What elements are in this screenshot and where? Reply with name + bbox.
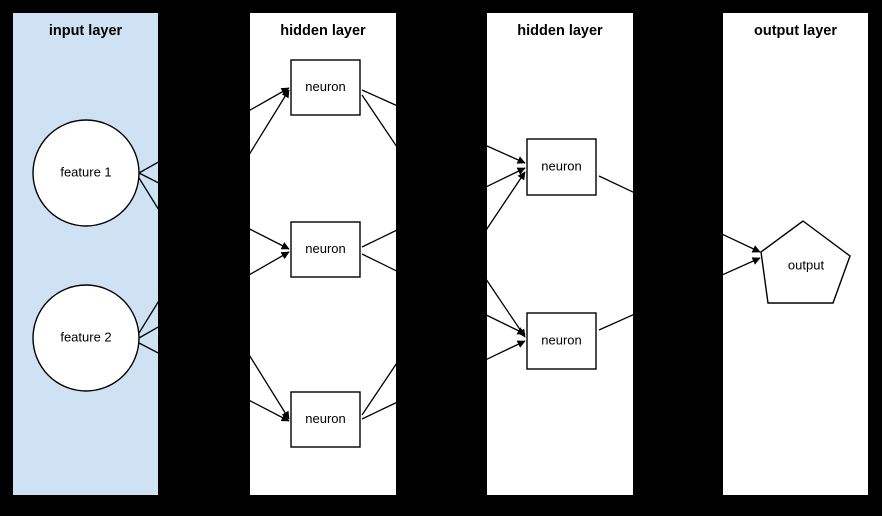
node-label-hidden2-node-1: neuron: [541, 158, 581, 173]
edges-in-hidden2: [487, 145, 633, 360]
edge-feature-1-to-neuron-h1-3: [250, 355, 290, 420]
layer-input: input layer feature 1 feature 2: [32, 23, 140, 392]
edge-neuron-h1-1-to-neuron-h2-1: [487, 145, 526, 164]
panel-title-hidden1: hidden layer: [280, 23, 366, 39]
edge-neuron-h1-3-to-neuron-h2-2: [487, 340, 526, 360]
panel-title-output: output layer: [754, 23, 837, 39]
edge-neuron-h1-2-to-neuron-h2-1: [487, 167, 526, 188]
node-shape-input-node-2[interactable]: [32, 284, 140, 392]
layer-hidden1: hidden layer neuron neuron neuron: [280, 23, 366, 448]
edge-neuron-h1-3-to-neuron-h2-2: [361, 402, 396, 420]
layer-hidden2: hidden layer neuron neuron: [517, 23, 603, 370]
layer-output: output layer output: [754, 23, 851, 304]
node-label-hidden1-node-1: neuron: [305, 79, 345, 94]
panel-title-input: input layer: [49, 23, 123, 39]
edge-neuron-h1-1-to-neuron-h2-2: [361, 94, 396, 147]
panel-input: [13, 13, 158, 495]
panel-title-hidden2: hidden layer: [517, 23, 603, 39]
edge-neuron-h1-1-to-neuron-h2-2: [487, 279, 526, 338]
node-shape-input-node-1[interactable]: [32, 119, 140, 227]
edge-neuron-h1-2-to-neuron-h2-2: [487, 314, 526, 335]
panel-hidden2: [487, 13, 633, 495]
edge-neuron-h1-2-to-neuron-h2-2: [361, 253, 396, 272]
edge-feature-2-to-neuron-h1-1: [250, 89, 290, 155]
edge-neuron-h2-1-to-output: [598, 175, 633, 193]
edge-feature-2-to-neuron-h1-2: [250, 251, 290, 276]
edge-feature-2-to-neuron-h1-3: [250, 399, 290, 422]
edge-neuron-h1-1-to-neuron-h2-1: [361, 89, 396, 106]
node-label-input-node-2: feature 2: [60, 329, 111, 344]
node-label-hidden2-node-2: neuron: [541, 332, 581, 347]
edges-in-output: [723, 233, 761, 276]
node-shape-hidden1-node-1[interactable]: [290, 59, 361, 116]
edge-feature-1-to-neuron-h1-1: [250, 87, 290, 111]
layer-panels: [13, 13, 868, 495]
node-shape-hidden2-node-1[interactable]: [526, 138, 597, 196]
node-label-hidden1-node-3: neuron: [305, 411, 345, 426]
node-label-input-node-1: feature 1: [60, 164, 111, 179]
edge-feature-1-to-neuron-h1-2: [250, 228, 290, 250]
node-shape-hidden1-node-2[interactable]: [290, 221, 361, 278]
node-label-hidden1-node-2: neuron: [305, 241, 345, 256]
node-shape-hidden1-node-3[interactable]: [290, 391, 361, 448]
edge-neuron-h2-1-to-output: [723, 233, 761, 253]
edge-neuron-h2-2-to-output: [723, 257, 761, 276]
node-shape-hidden2-node-2[interactable]: [526, 312, 597, 370]
edge-neuron-h1-3-to-neuron-h2-1: [487, 171, 526, 230]
edges: [138, 87, 761, 422]
edge-neuron-h1-3-to-neuron-h2-1: [361, 363, 396, 416]
edge-neuron-h1-2-to-neuron-h2-1: [361, 229, 396, 248]
edge-neuron-h2-2-to-output: [598, 314, 633, 331]
node-shape-output-node-1[interactable]: [760, 220, 851, 304]
edges-in-input: [138, 161, 158, 354]
edges-in-hidden1: [250, 87, 396, 422]
node-label-output-node-1: output: [788, 257, 825, 272]
